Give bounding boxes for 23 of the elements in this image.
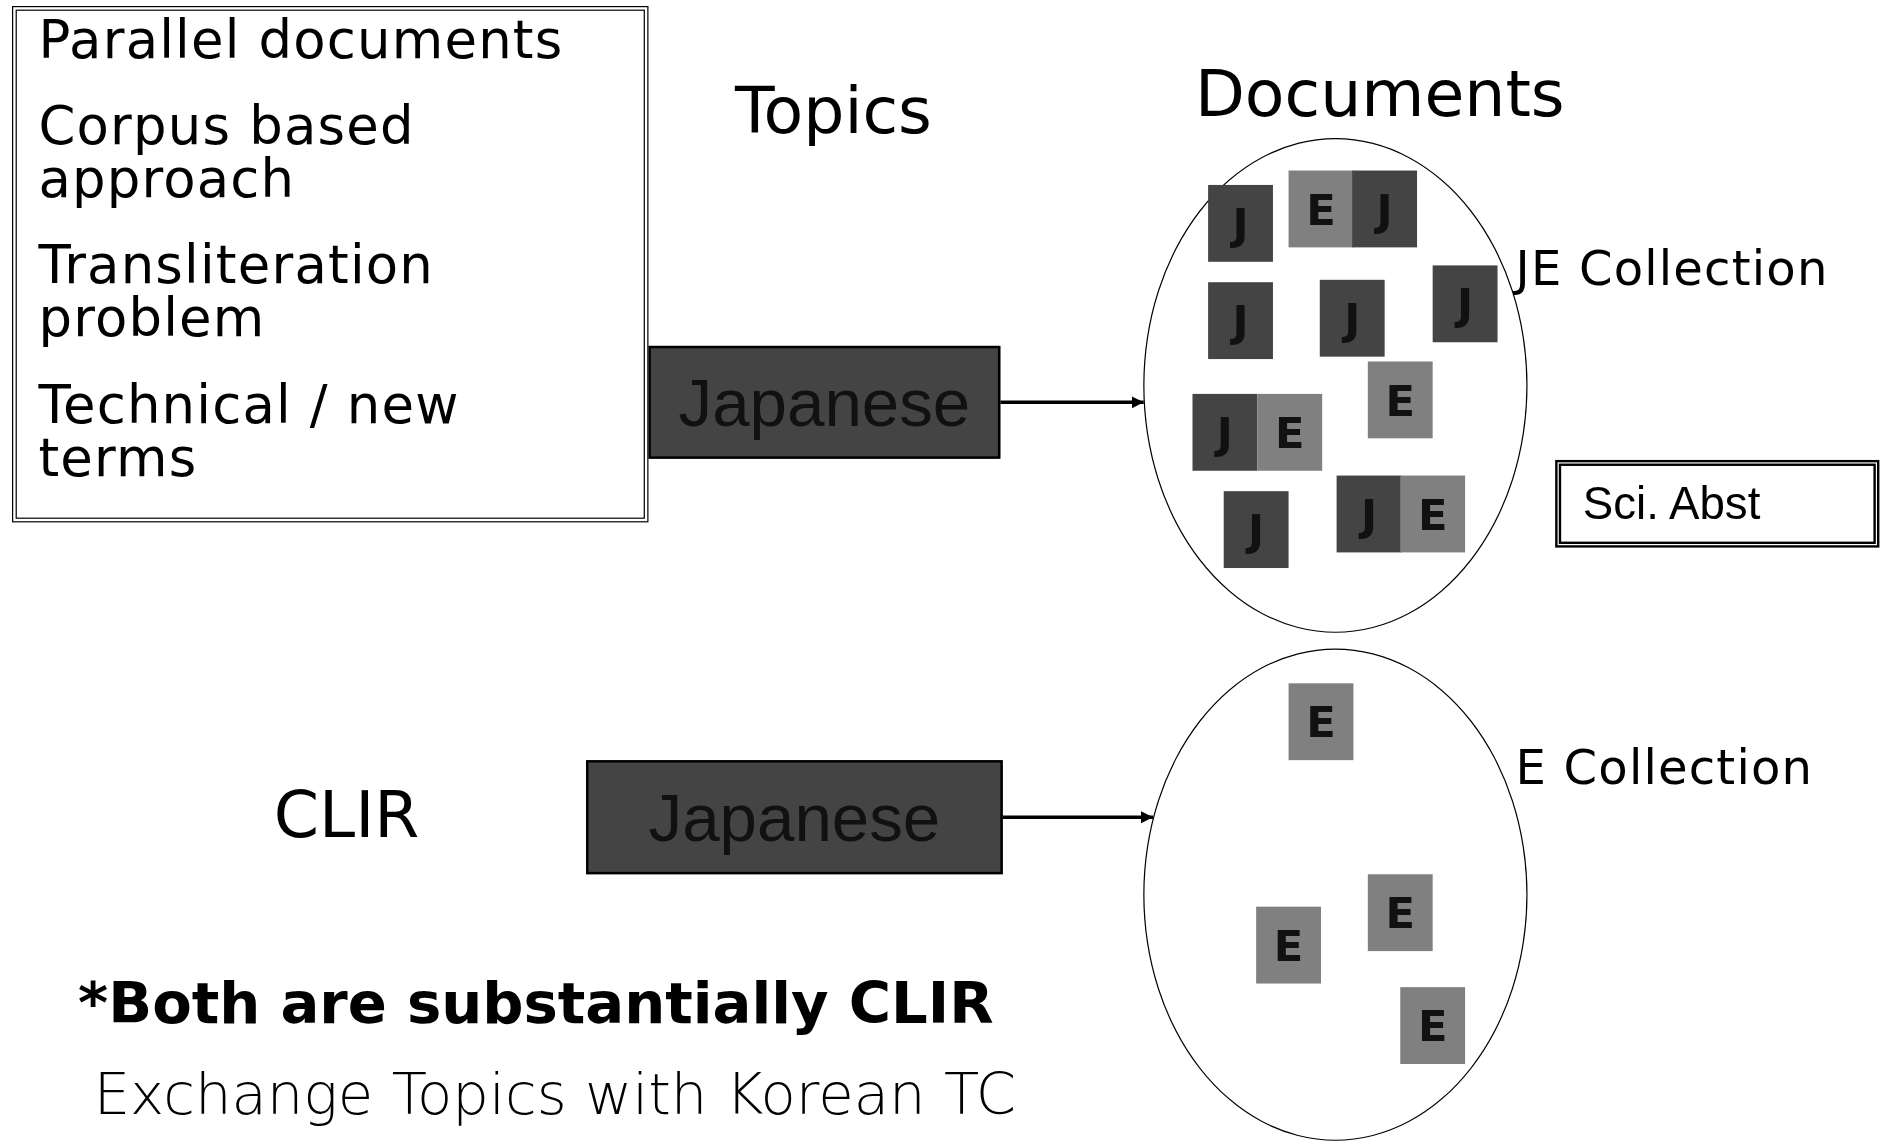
document-tile: E (1257, 393, 1323, 471)
document-tile: E (1400, 475, 1466, 553)
note-text: Parallel documents (38, 13, 565, 67)
heading-text: Topics (734, 74, 932, 149)
document-tile: E (1288, 170, 1354, 248)
heading-text: Documents (1194, 57, 1565, 133)
document-tile: E (1367, 361, 1433, 439)
document-tile: E (1288, 683, 1354, 761)
note-text: Transliteration problem (38, 239, 435, 345)
arrow (1002, 811, 1153, 824)
note-text: Corpus based approach (38, 99, 416, 206)
document-tile: E (1256, 906, 1321, 984)
document-tile: E (1400, 987, 1466, 1064)
source-box: Sci. Abst (1555, 459, 1880, 548)
collection-label: JE Collection (1515, 240, 1829, 296)
note-text: Exchange Topics with Korean TC (93, 1061, 1016, 1128)
note-box (12, 6, 649, 523)
heading-text: CLIR (273, 778, 420, 853)
arrow (1000, 396, 1144, 409)
note-text: *Both are substantially CLIR (78, 970, 994, 1037)
document-tile: E (1367, 874, 1433, 952)
collection-label: E Collection (1515, 739, 1814, 795)
note-text: Technical / new terms (38, 378, 461, 484)
